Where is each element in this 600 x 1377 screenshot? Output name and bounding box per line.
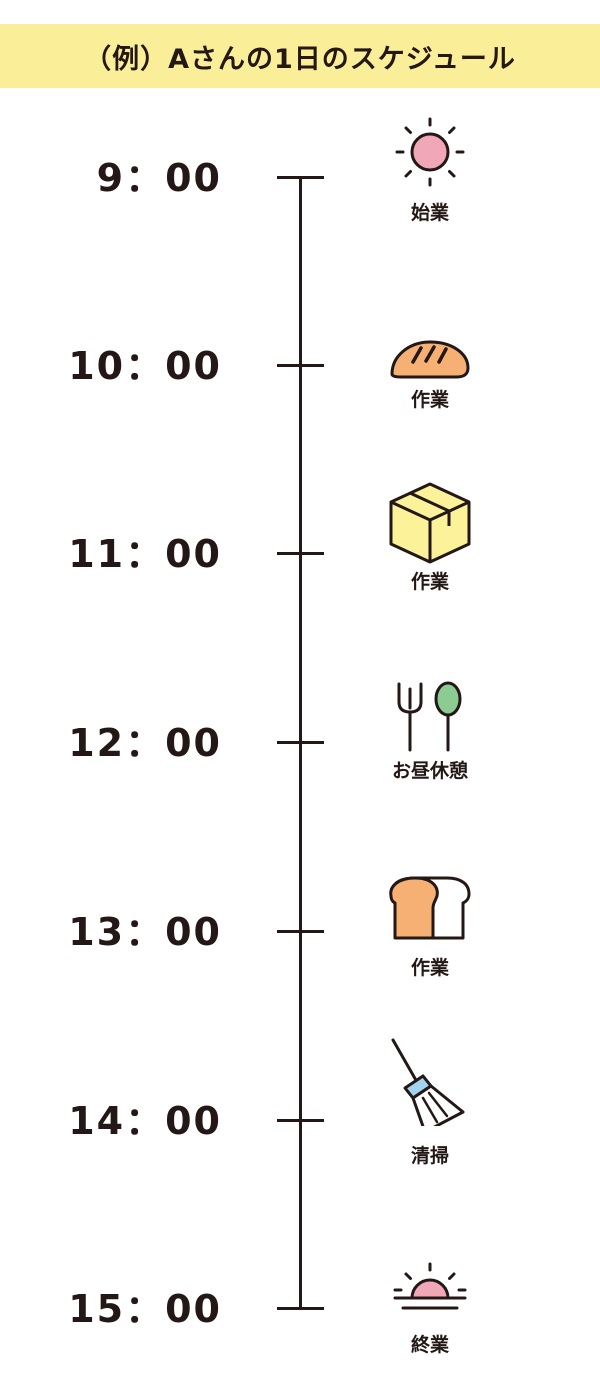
activity-label-lunch: お昼休憩 (391, 760, 468, 782)
time-label-1100: 11：00 (68, 532, 222, 576)
sun-icon (395, 117, 465, 187)
cardboard-box-icon (389, 482, 471, 564)
timeline-tick-1400 (277, 1119, 324, 1122)
timeline-tick-1500 (277, 1307, 324, 1310)
activity-label-cleaning: 清掃 (410, 1145, 449, 1167)
activity-label-start: 始業 (410, 202, 449, 224)
fork-spoon-icon (397, 681, 462, 752)
page-title: （例）Aさんの1日のスケジュール (84, 43, 516, 75)
time-label-1200: 12：00 (68, 721, 222, 765)
time-label-1500: 15：00 (68, 1287, 222, 1331)
time-label-1000: 10：00 (68, 344, 222, 388)
activity-label-work-1: 作業 (410, 389, 449, 411)
bread-loaf-icon (389, 876, 471, 940)
timeline-tick-1000 (277, 364, 324, 367)
timeline-tick-1300 (277, 930, 324, 933)
title-banner: （例）Aさんの1日のスケジュール (0, 24, 600, 88)
sunset-icon (393, 1262, 467, 1310)
time-label-1300: 13：00 (68, 910, 222, 954)
time-label-1400: 14：00 (68, 1099, 222, 1143)
activity-label-work-2: 作業 (410, 571, 449, 593)
timeline-tick-0900 (277, 176, 324, 179)
activity-label-end: 終業 (410, 1334, 449, 1356)
timeline-tick-1200 (277, 741, 324, 744)
timeline-tick-1100 (277, 552, 324, 555)
broom-icon (391, 1038, 465, 1126)
time-label-0900: 9：00 (96, 156, 222, 200)
activity-label-work-3: 作業 (410, 957, 449, 979)
bread-roll-icon (390, 340, 470, 379)
